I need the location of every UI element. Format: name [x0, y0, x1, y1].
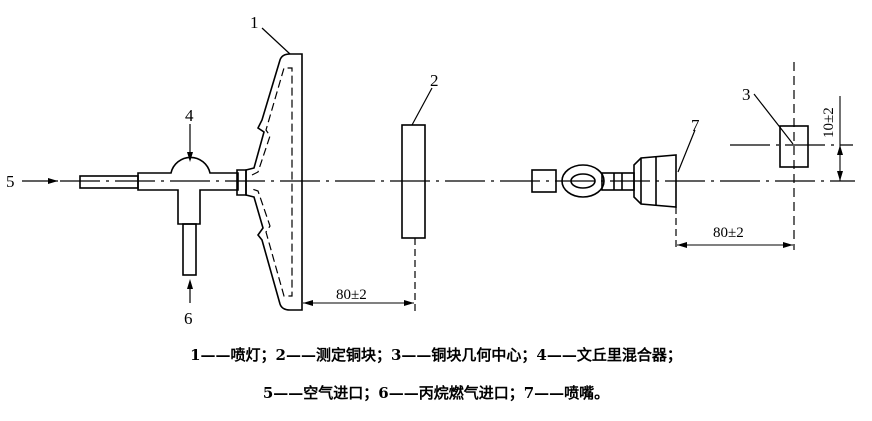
- caption-line-1: 1——喷灯；2——测定铜块；3——铜块几何中心；4——文丘里混合器；: [190, 346, 682, 364]
- dimension-label-left: 80±2: [336, 287, 367, 303]
- dimension-burner-to-block: [303, 300, 414, 306]
- venturi-mixer: [79, 156, 239, 276]
- label-6: 6: [184, 309, 193, 328]
- label-5: 5: [6, 172, 15, 191]
- label-1: 1: [250, 13, 259, 32]
- nozzle: [531, 154, 677, 208]
- label-7: 7: [691, 116, 700, 135]
- label-2: 2: [430, 71, 439, 90]
- dimension-label-right: 80±2: [713, 225, 744, 241]
- label-4: 4: [185, 106, 194, 125]
- propane-inlet-arrow: [187, 279, 193, 289]
- dimension-vertical-offset: [837, 96, 843, 181]
- caption-line-2: 5——空气进口；6——丙烷燃气进口；7——喷嘴。: [262, 384, 610, 402]
- air-inlet-arrow: [22, 178, 58, 184]
- copper-block: [401, 124, 426, 239]
- dimension-label-vertical: 10±2: [821, 107, 837, 138]
- label-3: 3: [742, 85, 751, 104]
- burner: [236, 53, 303, 311]
- dimension-nozzle-to-center: [677, 242, 793, 248]
